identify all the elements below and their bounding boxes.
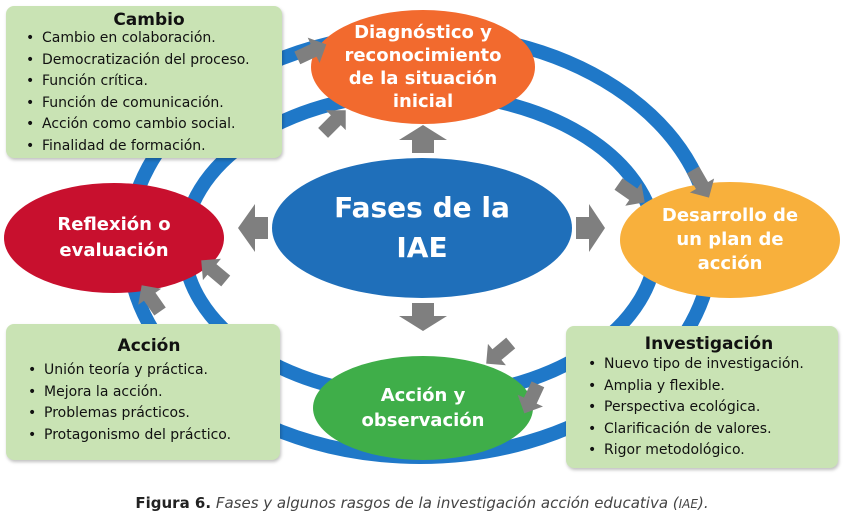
phase-accion-observacion-line: Acción y [380, 385, 466, 406]
arrow-up-icon [399, 125, 447, 153]
phase-diagnostico-line: Diagnóstico y [354, 22, 492, 43]
arrow-right-icon [686, 166, 715, 198]
arrow-right-icon [201, 258, 231, 287]
center-ellipse [272, 158, 572, 298]
phase-diagnostico-label: Diagnóstico y reconocimiento de la situa… [320, 14, 526, 120]
arrow-right-icon [138, 285, 166, 316]
list-item: Rigor metodológico. [588, 440, 832, 462]
box-investigacion: Investigación Nuevo tipo de investigació… [566, 326, 838, 468]
list-item: Acción como cambio social. [26, 114, 274, 136]
box-cambio-title: Cambio [113, 10, 185, 30]
phase-reflexion-line: evaluación [59, 240, 169, 261]
box-investigacion-title: Investigación [644, 334, 774, 354]
phase-reflexion-line: Reflexión o [57, 214, 171, 235]
phase-desarrollo-line: acción [697, 253, 763, 274]
list-item: Democratización del proceso. [26, 50, 274, 72]
arrow-left-icon [238, 204, 268, 252]
phase-accion-observacion-ellipse [313, 356, 533, 460]
phase-desarrollo-ellipse [620, 182, 840, 298]
figure-caption: Figura 6. Fases y algunos rasgos de la i… [0, 494, 844, 512]
phase-accion-observacion-label: Acción y observación [333, 378, 513, 438]
phase-diagnostico-ellipse [311, 10, 535, 124]
box-investigacion-list: Nuevo tipo de investigación. Amplia y fl… [586, 354, 832, 462]
phase-desarrollo-line: Desarrollo de [661, 205, 799, 226]
box-accion: Acción Unión teoría y práctica. Mejora l… [6, 324, 280, 460]
arrow-right-icon [517, 381, 545, 414]
list-item: Nuevo tipo de investigación. [588, 354, 832, 376]
figure-caption-text: Fases y algunos rasgos de la investigaci… [211, 494, 679, 512]
list-item: Protagonismo del práctico. [28, 425, 272, 447]
box-accion-title: Acción [117, 336, 181, 356]
arrow-right-icon [614, 178, 645, 206]
list-item: Cambio en colaboración. [26, 28, 274, 50]
center-title: Fases de la IAE [282, 182, 562, 274]
list-item: Función crítica. [26, 71, 274, 93]
figure-caption-end: ). [697, 494, 709, 512]
phase-desarrollo-line: un plan de [676, 229, 784, 250]
box-accion-list: Unión teoría y práctica. Mejora la acció… [26, 360, 272, 446]
arrow-down-icon [399, 303, 447, 331]
figure-caption-abbr: IAE [678, 497, 698, 511]
arrow-right-icon [486, 337, 516, 366]
center-title-line2: IAE [396, 231, 448, 264]
box-cambio: Cambio Cambio en colaboración. Democrati… [6, 6, 282, 158]
figure-caption-label: Figura 6. [135, 494, 212, 512]
arrow-right-icon [294, 37, 327, 65]
phase-reflexion-ellipse [4, 183, 224, 293]
box-cambio-list: Cambio en colaboración. Democratización … [24, 28, 274, 157]
list-item: Mejora la acción. [28, 382, 272, 404]
list-item: Función de comunicación. [26, 93, 274, 115]
phase-desarrollo-label: Desarrollo de un plan de acción [630, 200, 830, 280]
list-item: Clarificación de valores. [588, 419, 832, 441]
phase-diagnostico-line: de la situación [348, 68, 498, 89]
list-item: Problemas prácticos. [28, 403, 272, 425]
list-item: Unión teoría y práctica. [28, 360, 272, 382]
list-item: Perspectiva ecológica. [588, 397, 832, 419]
list-item: Finalidad de formación. [26, 136, 274, 158]
phase-reflexion-label: Reflexión o evaluación [24, 210, 204, 266]
center-title-line1: Fases de la [334, 191, 510, 224]
arrow-right-icon [318, 110, 346, 138]
phase-diagnostico-line: inicial [392, 91, 454, 112]
arrow-right-icon [576, 204, 605, 252]
phase-accion-observacion-line: observación [361, 410, 485, 431]
phase-diagnostico-line: reconocimiento [344, 45, 502, 66]
list-item: Amplia y flexible. [588, 376, 832, 398]
